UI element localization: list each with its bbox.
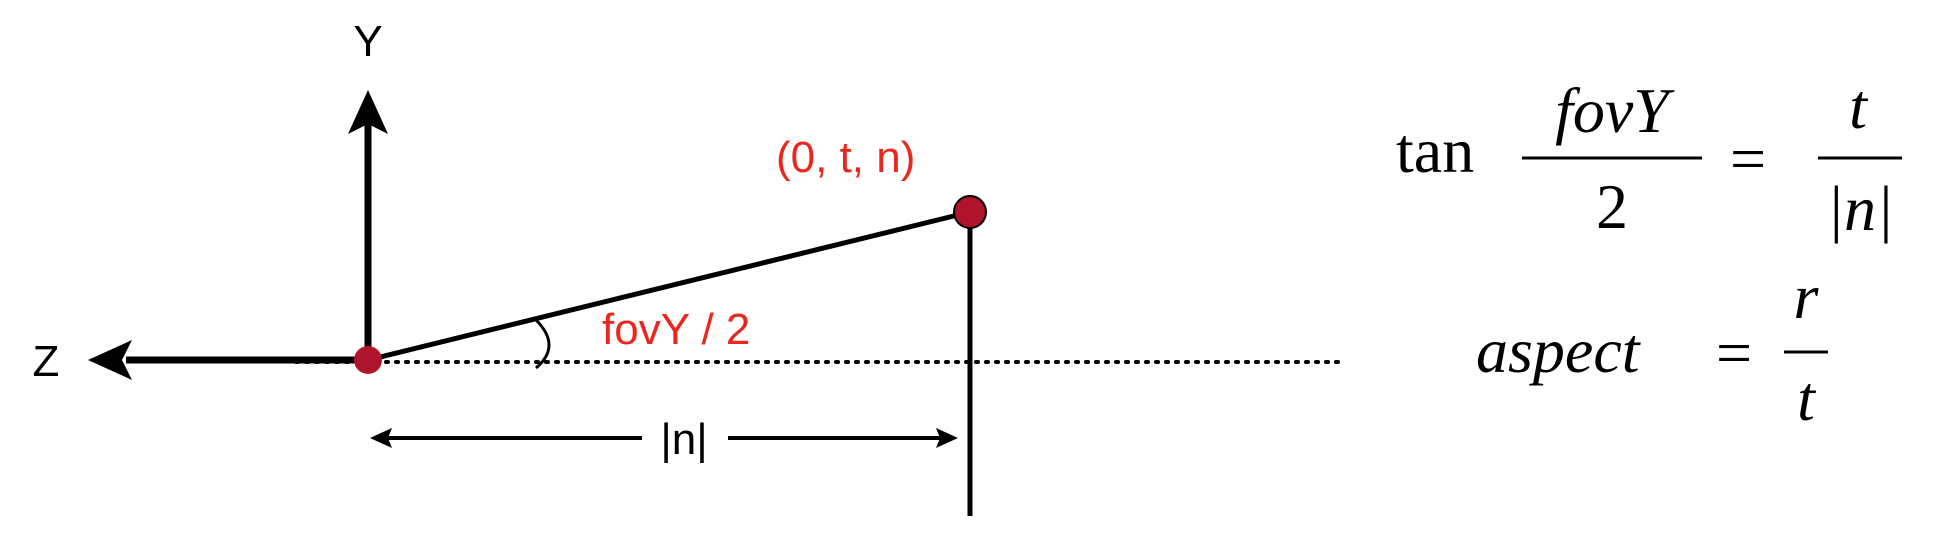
- equals-sign-2: =: [1716, 317, 1752, 388]
- z-axis-label: Z: [33, 337, 60, 386]
- angle-arc: [534, 318, 551, 370]
- point-label: (0, t, n): [776, 133, 915, 182]
- distance-arrow-right-head: [936, 428, 958, 448]
- r-numerator: r: [1794, 261, 1820, 332]
- y-axis-arrowhead: [348, 90, 388, 134]
- t-numerator: t: [1849, 71, 1869, 142]
- equals-sign-1: =: [1730, 123, 1766, 194]
- abs-n-denominator: |n|: [1826, 173, 1893, 244]
- angle-label: fovY / 2: [602, 305, 750, 354]
- distance-arrow-left-head: [370, 428, 392, 448]
- two-denominator: 2: [1596, 171, 1628, 242]
- formula-aspect: aspect = r t: [1476, 261, 1828, 434]
- origin-point: [354, 346, 382, 374]
- y-axis-label: Y: [353, 17, 382, 66]
- formula-tan: tan fovY 2 = t |n|: [1396, 71, 1902, 244]
- fovy-numerator: fovY: [1555, 75, 1675, 146]
- distance-label: |n|: [660, 415, 707, 464]
- t-denominator: t: [1797, 363, 1817, 434]
- z-axis-arrowhead: [88, 340, 132, 380]
- top-point: [953, 195, 987, 229]
- tan-function: tan: [1396, 115, 1474, 186]
- aspect-term: aspect: [1476, 315, 1642, 386]
- fov-ray: [367, 209, 971, 363]
